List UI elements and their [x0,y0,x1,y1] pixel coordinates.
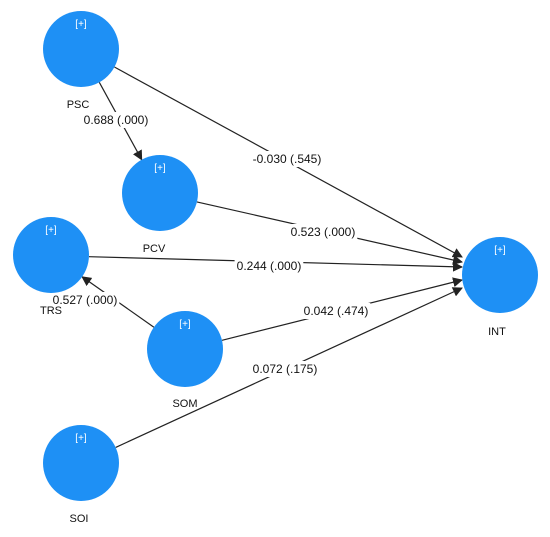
edge-label-group: 0.072 (.175) [250,361,320,377]
expand-toggle-pcv[interactable]: [+] [154,163,166,174]
expand-toggle-int[interactable]: [+] [494,245,506,256]
edge-label-som-trs: 0.527 (.000) [53,293,118,307]
edge-label-psc-int: -0.030 (.545) [253,152,322,166]
edge-label-group: 0.527 (.000) [50,292,120,308]
edge-label-psc-pcv: 0.688 (.000) [84,113,149,127]
edge-label-background [81,112,151,128]
node-circle-pcv[interactable] [122,155,198,231]
expand-toggle-som[interactable]: [+] [179,319,191,330]
edge-label-background [250,151,324,167]
node-label-trs: TRS [40,305,62,317]
edge-label-group: -0.030 (.545) [250,151,324,167]
node-circle-psc[interactable] [43,11,119,87]
node-trs[interactable]: [+] TRS [13,217,89,317]
node-pcv[interactable]: [+] PCV [122,155,198,255]
node-psc[interactable]: [+] PSC [43,11,119,111]
node-circle-soi[interactable] [43,425,119,501]
edge-label-group: 0.244 (.000) [234,258,304,274]
nodes-layer: [+] PSC [+] PCV [+] TRS [+] SOM [+] SOI [+] INT [13,11,538,525]
edge-label-trs-int: 0.244 (.000) [237,259,302,273]
node-circle-trs[interactable] [13,217,89,293]
edge-label-background [250,361,320,377]
edge-label-group: 0.523 (.000) [288,224,358,240]
edge-label-background [301,303,371,319]
node-circle-som[interactable] [147,311,223,387]
expand-toggle-trs[interactable]: [+] [45,225,57,236]
edge-label-som-int: 0.042 (.474) [304,304,369,318]
edge-label-pcv-int: 0.523 (.000) [291,225,356,239]
node-som[interactable]: [+] SOM [147,311,223,410]
node-label-som: SOM [172,398,197,410]
edge-label-background [288,224,358,240]
edge-label-soi-int: 0.072 (.175) [253,362,318,376]
edge-labels-layer: 0.688 (.000) -0.030 (.545) 0.523 (.000) 0.2… [50,112,371,377]
node-soi[interactable]: [+] SOI [43,425,119,525]
node-label-psc: PSC [67,99,90,111]
node-label-pcv: PCV [143,243,166,255]
node-label-int: INT [488,326,506,338]
expand-toggle-psc[interactable]: [+] [75,19,87,30]
expand-toggle-soi[interactable]: [+] [75,433,87,444]
node-int[interactable]: [+] INT [462,237,538,338]
node-label-soi: SOI [70,513,89,525]
edge-label-background [50,292,120,308]
edge-label-group: 0.688 (.000) [81,112,151,128]
node-circle-int[interactable] [462,237,538,313]
edge-label-background [234,258,304,274]
edge-label-group: 0.042 (.474) [301,303,371,319]
